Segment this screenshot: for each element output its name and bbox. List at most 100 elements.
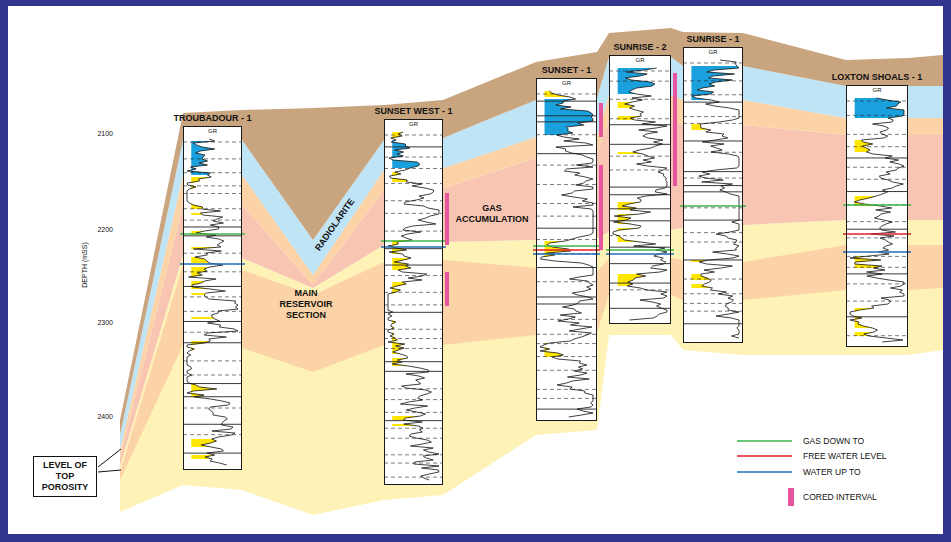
- gamma-ray-curve: [692, 60, 739, 338]
- leader-line: [98, 470, 121, 472]
- bed-boundary: [683, 123, 743, 124]
- bed-boundary: [384, 438, 443, 439]
- well-log-column: TROUBADOUR - 1GR: [183, 126, 242, 470]
- bed-boundary: [183, 342, 242, 343]
- well-log: [381, 119, 449, 485]
- legend-line: [737, 440, 792, 442]
- depth-tick: 2400: [97, 412, 113, 421]
- log-ground: [683, 47, 743, 343]
- fluid-contact: [180, 233, 245, 235]
- fluid-contact: [180, 263, 245, 265]
- axis-title: DEPTH (mSS): [80, 242, 89, 288]
- well-log: [180, 126, 245, 470]
- bed-boundary: [183, 253, 242, 254]
- bed-boundary: [183, 360, 242, 361]
- log-ground: [609, 55, 671, 324]
- well-log: [680, 47, 746, 343]
- fluid-contact: [843, 251, 911, 253]
- fluid-contact: [381, 246, 446, 248]
- cored-interval: [445, 272, 449, 306]
- gamma-ray-curve: [613, 68, 667, 320]
- bed-boundary: [384, 371, 443, 372]
- bed-boundary: [609, 124, 671, 125]
- bed-boundary: [536, 165, 597, 166]
- bed-boundary: [384, 399, 443, 400]
- bed-boundary: [536, 134, 597, 135]
- bed-boundary: [846, 179, 908, 180]
- fluid-contact: [381, 240, 446, 242]
- legend-text: CORED INTERVAL: [803, 492, 877, 502]
- bed-boundary: [683, 171, 743, 172]
- fluid-contact: [843, 204, 911, 206]
- depth-tick: 2100: [97, 129, 113, 138]
- bed-boundary: [683, 323, 743, 324]
- bed-boundary: [183, 286, 242, 287]
- well-log-column: LOXTON SHOALS - 1GR: [846, 85, 908, 347]
- log-ground: [183, 126, 242, 470]
- bed-boundary: [384, 361, 443, 362]
- cored-interval: [445, 193, 449, 245]
- callout-text: LEVEL OF TOP POROSITY: [38, 460, 92, 493]
- well-name: TROUBADOUR - 1: [113, 112, 313, 124]
- curve-name: GR: [610, 57, 670, 64]
- bed-boundary: [384, 304, 443, 305]
- cored-interval: [599, 165, 603, 250]
- bed-boundary: [536, 184, 597, 185]
- bed-boundary: [536, 228, 597, 229]
- bed-boundary: [183, 311, 242, 312]
- fluid-contact: [843, 233, 911, 235]
- fluid-contact: [606, 249, 674, 251]
- overburden-layer: [120, 28, 943, 435]
- bed-boundary: [183, 396, 242, 397]
- bed-boundary: [536, 356, 597, 357]
- legend-line: [737, 455, 792, 457]
- bed-boundary: [536, 115, 597, 116]
- zone-label: RADIOLARITE: [313, 197, 357, 254]
- bed-boundary: [683, 220, 743, 221]
- well-name: SUNRISE - 1: [613, 33, 813, 45]
- bed-boundary: [183, 172, 242, 173]
- bed-boundary: [683, 242, 743, 243]
- bed-boundary: [609, 118, 671, 119]
- well-log-column: SUNRISE - 2GR: [609, 55, 671, 324]
- bed-boundary: [536, 153, 597, 154]
- fluid-contact: [533, 253, 600, 255]
- legend-samples: [737, 441, 794, 506]
- well-log: [606, 55, 677, 324]
- bed-boundary: [536, 267, 597, 268]
- gamma-ray-curve: [850, 98, 904, 342]
- bed-boundary: [846, 256, 908, 257]
- well-name: LOXTON SHOALS - 1: [777, 71, 951, 83]
- depth-tick: 2300: [97, 318, 113, 327]
- radiolarite-fill: [545, 99, 593, 135]
- callout-box: LEVEL OF TOP POROSITY: [33, 456, 97, 497]
- bed-boundary: [609, 289, 671, 290]
- bed-boundary: [384, 348, 443, 349]
- section-layers: [120, 28, 943, 515]
- bed-boundary: [183, 271, 242, 272]
- bed-boundary: [384, 338, 443, 339]
- log-ground: [384, 119, 443, 485]
- log-ground: [846, 85, 908, 347]
- curve-name: GR: [847, 87, 907, 94]
- gamma-ray-curve: [187, 139, 238, 465]
- bed-boundary: [536, 239, 597, 240]
- bed-boundary: [846, 146, 908, 147]
- bed-boundary: [536, 389, 597, 390]
- bed-boundary: [536, 409, 597, 410]
- bed-boundary: [683, 293, 743, 294]
- bed-boundary: [846, 229, 908, 230]
- bed-boundary: [183, 453, 242, 454]
- well-logs: [180, 47, 911, 485]
- bed-boundary: [846, 335, 908, 336]
- well-log-column: SUNSET WEST - 1GR: [384, 119, 443, 485]
- leader-lines: [98, 449, 121, 472]
- bed-boundary: [536, 370, 597, 371]
- bed-boundary: [183, 220, 242, 221]
- bed-boundary: [536, 216, 597, 217]
- bed-boundary: [183, 208, 242, 209]
- gamma-ray-curve: [388, 132, 439, 480]
- bed-boundary: [846, 301, 908, 302]
- fluid-contact: [533, 245, 600, 247]
